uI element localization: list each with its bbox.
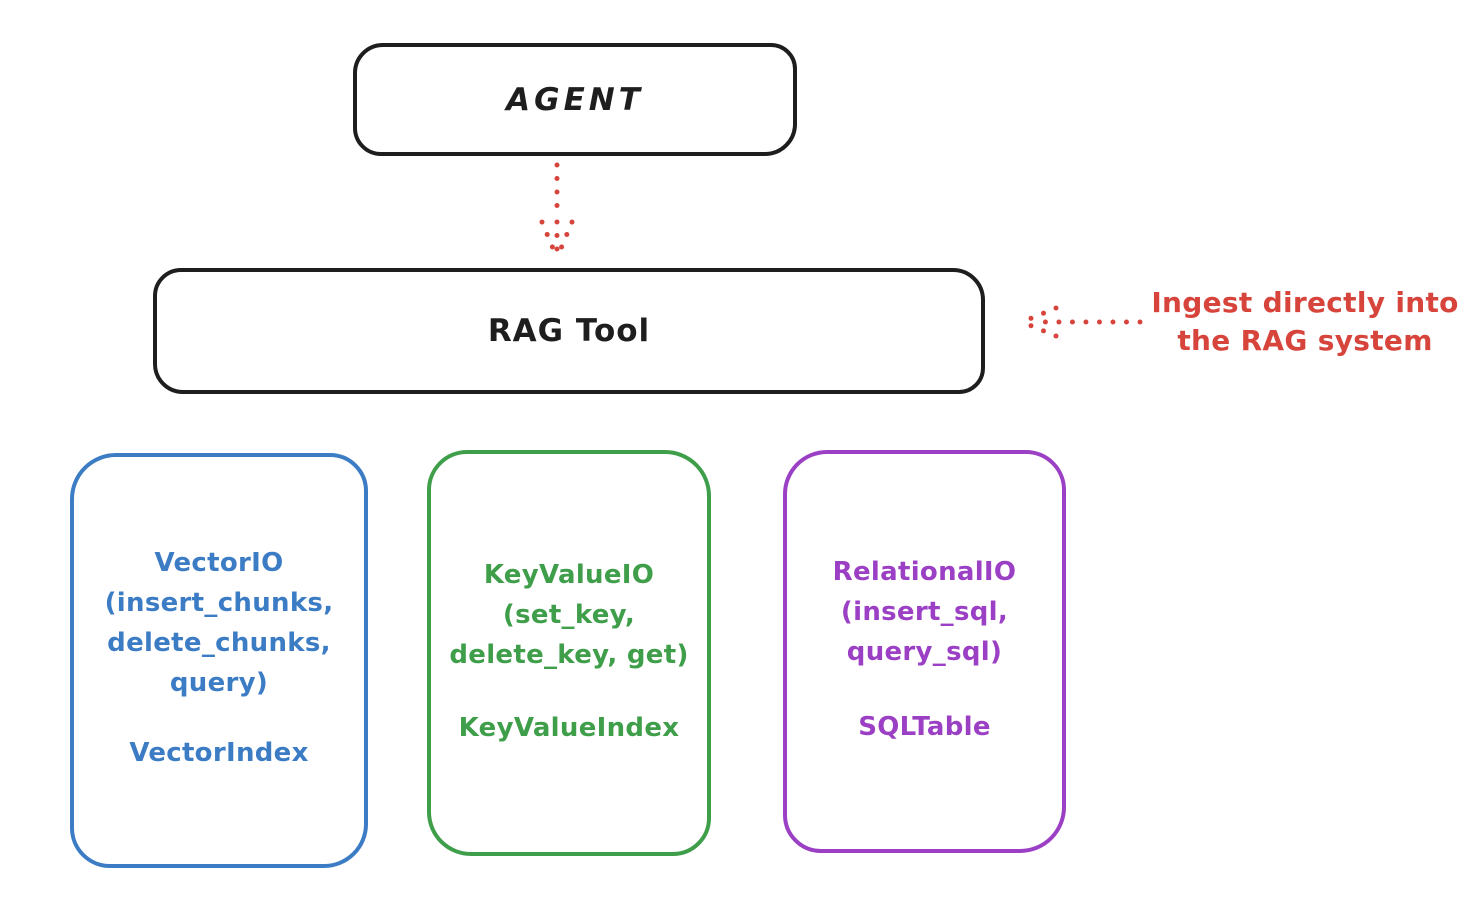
keyvalue-index-label: KeyValueIndex xyxy=(458,713,680,743)
vector-io-line: delete_chunks, xyxy=(107,628,331,658)
vector-io-description: VectorIO (insert_chunks, delete_chunks, … xyxy=(74,543,364,703)
agent-to-rag-dotted-arrow-icon xyxy=(539,162,575,261)
vector-io-line: query) xyxy=(169,668,269,698)
vector-io-line: VectorIO xyxy=(154,548,284,578)
agent-node-label: AGENT xyxy=(506,81,644,118)
annotation-dotted-arrow-icon xyxy=(1019,305,1143,339)
keyvalue-io-line: KeyValueIO xyxy=(483,560,655,590)
keyvalue-io-line: delete_key, get) xyxy=(449,640,689,670)
relational-io-line: RelationalIO xyxy=(832,557,1017,587)
keyvalue-io-description: KeyValueIO (set_key, delete_key, get) xyxy=(431,555,707,675)
relational-io-description: RelationalIO (insert_sql, query_sql) xyxy=(787,552,1062,672)
relational-io-line: (insert_sql, xyxy=(840,597,1009,627)
ingest-annotation: Ingest directly into the RAG system xyxy=(1130,284,1480,360)
sql-table-label: SQLTable xyxy=(858,712,991,742)
rag-tool-node: RAG Tool xyxy=(153,268,985,394)
vector-index-label: VectorIndex xyxy=(129,738,309,768)
relational-io-line: query_sql) xyxy=(846,637,1003,667)
agent-node: AGENT xyxy=(353,43,797,156)
vector-io-line: (insert_chunks, xyxy=(104,588,334,618)
ingest-annotation-line2: the RAG system xyxy=(1177,324,1433,357)
rag-tool-node-label: RAG Tool xyxy=(487,313,651,349)
vector-io-node: VectorIO (insert_chunks, delete_chunks, … xyxy=(70,453,368,868)
keyvalue-io-node: KeyValueIO (set_key, delete_key, get) Ke… xyxy=(427,450,711,856)
keyvalue-io-line: (set_key, xyxy=(502,600,636,630)
ingest-annotation-line1: Ingest directly into xyxy=(1151,286,1459,319)
relational-io-node: RelationalIO (insert_sql, query_sql) SQL… xyxy=(783,450,1066,853)
